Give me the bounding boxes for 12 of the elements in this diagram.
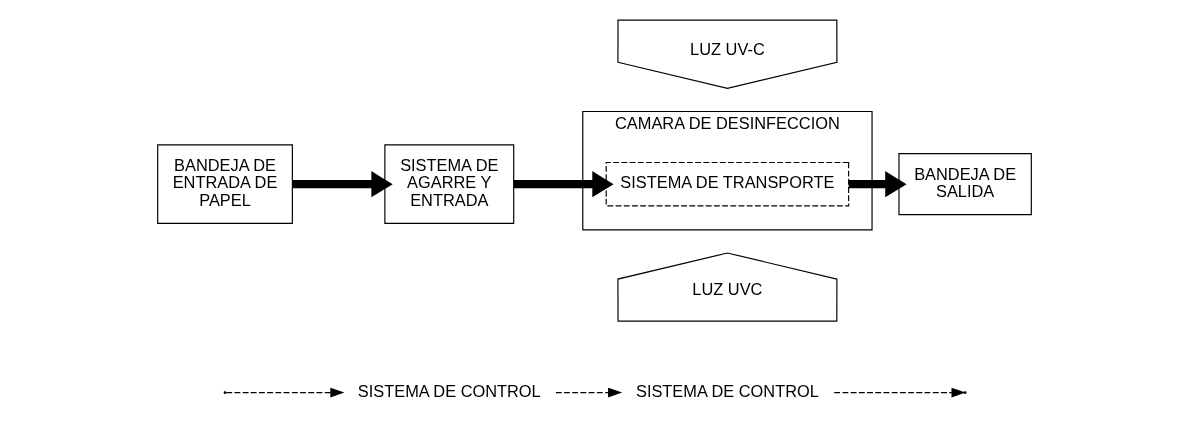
node-box: BANDEJA DE SALIDA xyxy=(898,153,1032,216)
arrow xyxy=(555,387,623,398)
arrow xyxy=(225,387,345,398)
arrow xyxy=(848,171,907,198)
node-box: SISTEMA DE AGARRE Y ENTRADA xyxy=(384,144,515,224)
node-text: SISTEMA DE CONTROL xyxy=(357,381,541,400)
node-text: SISTEMA DE CONTROL xyxy=(635,381,819,400)
node-box: BANDEJA DE ENTRADA DE PAPEL xyxy=(157,144,293,224)
arrow xyxy=(833,387,966,398)
arrow xyxy=(292,171,393,198)
arrow xyxy=(513,171,614,198)
node-box: SISTEMA DE TRANSPORTE xyxy=(605,161,850,207)
